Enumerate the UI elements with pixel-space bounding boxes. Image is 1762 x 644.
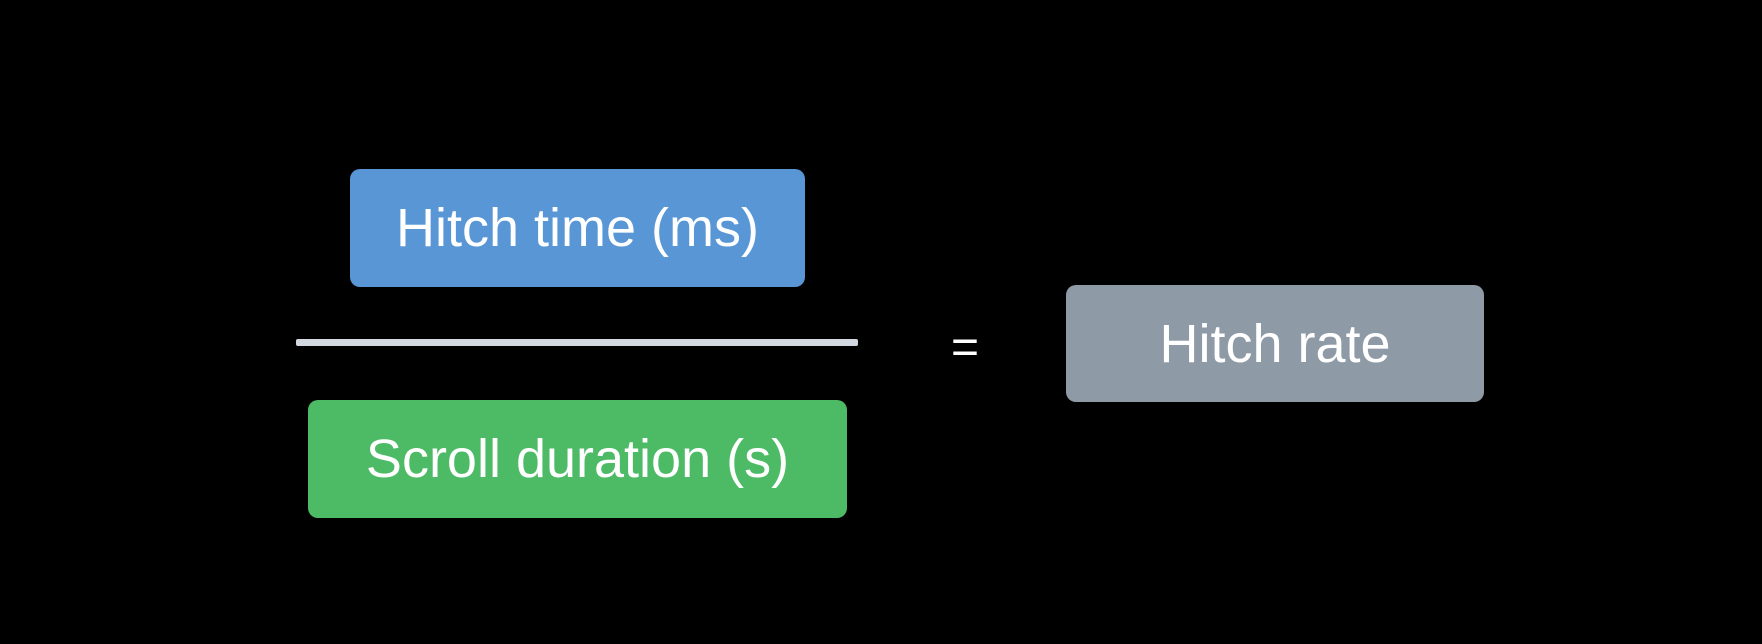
equals-sign: = xyxy=(950,321,980,374)
fraction-bar xyxy=(296,339,858,346)
result-box: Hitch rate xyxy=(1066,285,1484,402)
numerator-box: Hitch time (ms) xyxy=(350,169,805,287)
denominator-box: Scroll duration (s) xyxy=(308,400,847,518)
